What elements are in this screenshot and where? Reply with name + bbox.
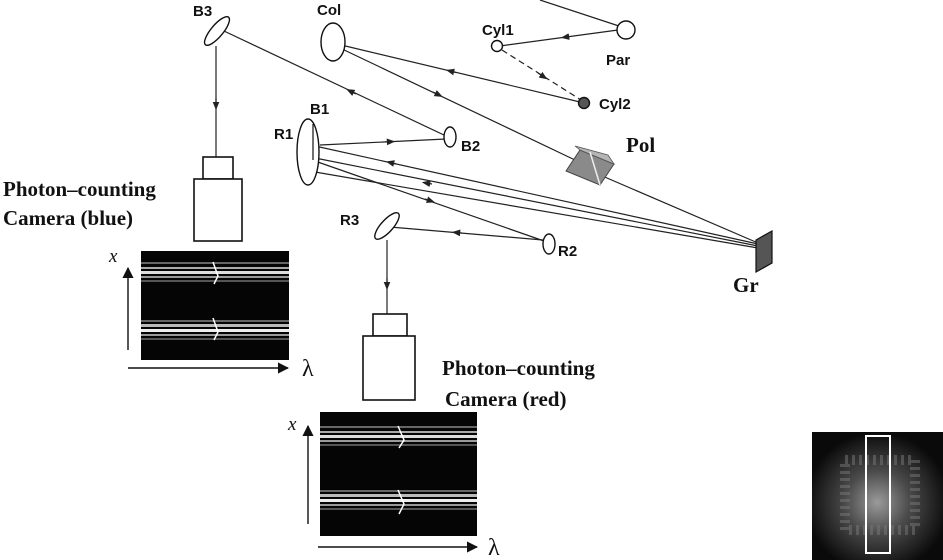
label-b1: B1 xyxy=(310,101,329,118)
axes-blue xyxy=(122,266,290,374)
beam-pol-to-gr xyxy=(599,174,759,244)
axes-red xyxy=(302,424,479,553)
beam-cyl1-arrow xyxy=(537,71,548,80)
beam-col-arrow xyxy=(432,90,443,97)
b1-r1-mirror xyxy=(296,118,320,186)
beam-par-arrow xyxy=(560,33,571,40)
camera-red-label-line2: Camera (red) xyxy=(445,387,566,411)
b3-mirror xyxy=(203,15,231,47)
label-gr: Gr xyxy=(733,273,759,297)
cyl2-lens xyxy=(577,96,591,110)
axis-x-label-red: x xyxy=(287,414,297,435)
cyl1-lens xyxy=(490,39,504,53)
col-mirror xyxy=(320,22,346,62)
beam-r1-arrow xyxy=(424,196,435,203)
speckle-image xyxy=(812,432,943,560)
label-cyl1: Cyl1 xyxy=(482,22,514,39)
beam-gr-arrow-a xyxy=(385,160,397,167)
camera-blue xyxy=(193,156,243,242)
beam-incoming xyxy=(539,0,626,29)
beam-paths xyxy=(212,0,759,315)
beam-cyl1-to-cyl2 xyxy=(501,49,582,101)
gr-grating xyxy=(755,229,773,274)
r2-mirror xyxy=(542,233,556,255)
axis-lambda-label-red: λ xyxy=(488,535,500,560)
label-par: Par xyxy=(606,52,630,69)
b2-mirror xyxy=(443,126,457,148)
label-pol: Pol xyxy=(626,133,655,157)
beam-b2-to-b3 xyxy=(223,30,447,137)
optics xyxy=(203,15,773,274)
beam-b1-to-b2 xyxy=(319,138,447,146)
camera-blue-label-line1: Photon–counting xyxy=(3,177,156,201)
beam-gr-arrow-b xyxy=(421,180,433,188)
camera-blue-label-line2: Camera (blue) xyxy=(3,206,133,230)
camera-red xyxy=(362,313,416,401)
label-b3: B3 xyxy=(193,3,212,20)
beam-r2-to-r3 xyxy=(389,226,544,241)
label-col: Col xyxy=(317,2,341,19)
camera-red-label-line1: Photon–counting xyxy=(442,356,595,380)
par-mirror xyxy=(616,20,636,40)
spectrum-red xyxy=(320,412,477,536)
beam-gr-to-b1-b xyxy=(314,157,759,247)
beam-r2-arrow xyxy=(451,229,463,237)
axis-x-label-blue: x xyxy=(108,246,118,267)
beam-gr-to-r1 xyxy=(314,171,759,249)
beam-b2-arrow xyxy=(346,89,357,96)
axis-lambda-label-blue: λ xyxy=(302,356,314,382)
pol-prism xyxy=(565,145,616,186)
label-cyl2: Cyl2 xyxy=(599,96,631,113)
beam-cyl2-to-col xyxy=(336,43,581,103)
label-r3: R3 xyxy=(340,212,359,229)
label-r1: R1 xyxy=(274,126,293,143)
beam-col-to-pol xyxy=(339,47,576,161)
beam-par-to-cyl1 xyxy=(499,29,619,47)
label-r2: R2 xyxy=(558,243,577,260)
spectrum-blue xyxy=(141,251,289,360)
label-b2: B2 xyxy=(461,138,480,155)
r3-mirror xyxy=(374,212,400,240)
beam-cyl2-arrow xyxy=(445,68,457,76)
labels: B3 Col Cyl1 Par Cyl2 B1 R1 B2 Pol R3 R2 … xyxy=(3,2,759,560)
